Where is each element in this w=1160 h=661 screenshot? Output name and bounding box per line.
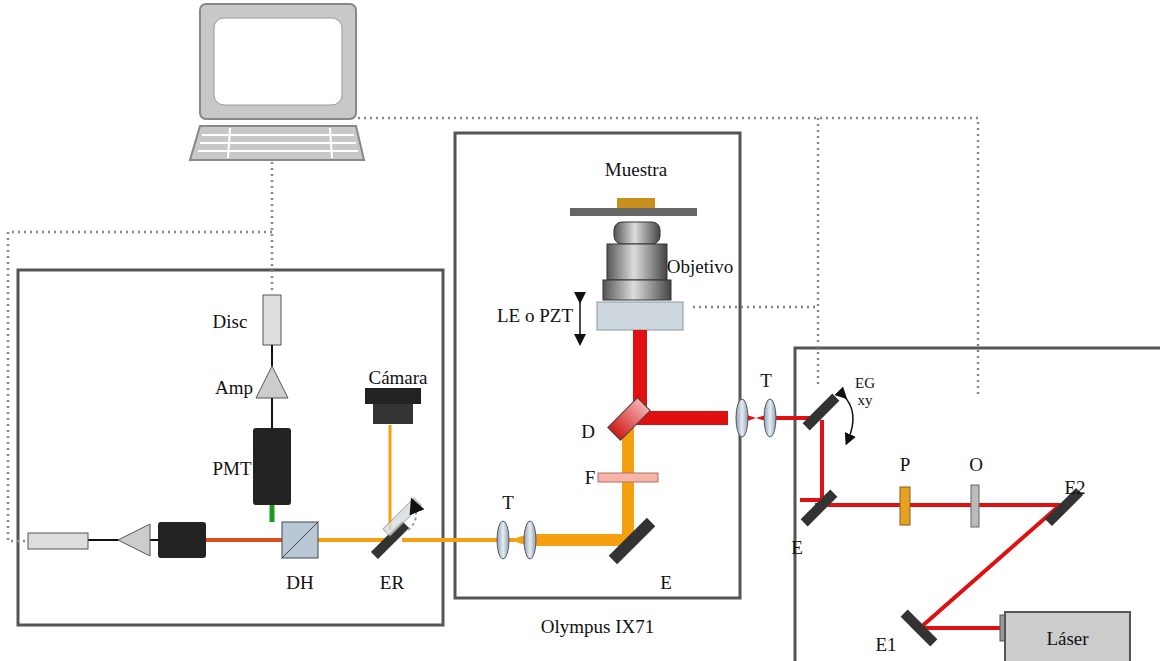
component-label: EG xy — [850, 375, 880, 408]
node-title: Olympus IX71 — [541, 616, 654, 638]
component-label: D — [581, 422, 595, 443]
node-title: Láser — [1046, 628, 1088, 650]
component-label: E2 — [1064, 478, 1085, 499]
component-label: Amp — [215, 378, 253, 399]
component-label: E — [660, 573, 672, 594]
component-label: F — [585, 468, 596, 489]
component-label: Muestra — [605, 160, 667, 181]
component-label: DH — [286, 573, 313, 594]
component-label: T — [502, 493, 514, 514]
component-label: E — [791, 538, 803, 559]
component-label: E1 — [875, 635, 896, 656]
component-label: Cámara — [368, 368, 427, 389]
component-label: P — [900, 455, 911, 476]
microscope-enclosure: Olympus IX71 — [455, 133, 740, 598]
component-label: Objetivo — [667, 257, 734, 278]
laser-box: Láser — [1005, 612, 1130, 661]
component-label: Disc — [213, 312, 248, 333]
component-label: ER — [380, 573, 404, 594]
component-label: O — [969, 455, 983, 476]
component-label: LE o PZT — [497, 306, 573, 327]
component-label: PMT — [212, 459, 251, 480]
component-label: T — [760, 371, 772, 392]
